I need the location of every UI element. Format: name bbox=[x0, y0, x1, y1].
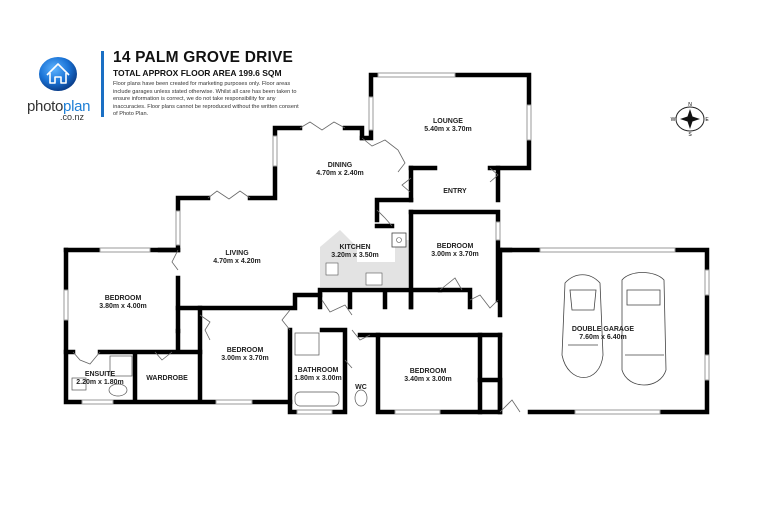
kitchen-bench bbox=[320, 230, 410, 287]
compass-w: W bbox=[671, 117, 676, 123]
brand-name: photoplan bbox=[27, 98, 91, 115]
room-lounge-name: LOUNGE bbox=[433, 118, 463, 125]
toilet-icon bbox=[354, 389, 368, 407]
room-ensuite-size: 2.20m x 1.80m bbox=[76, 379, 123, 386]
room-entry-name: ENTRY bbox=[443, 188, 467, 195]
car-icon-right bbox=[621, 272, 667, 386]
fixtures bbox=[71, 332, 368, 407]
car-icon-left bbox=[561, 274, 604, 378]
compass-icon: N S E W bbox=[671, 102, 710, 138]
compass-s: S bbox=[688, 132, 692, 138]
header-divider bbox=[101, 51, 104, 117]
floor-area: TOTAL APPROX FLOOR AREA 199.6 SQM bbox=[113, 68, 282, 78]
room-living-name: LIVING bbox=[225, 250, 249, 257]
room-bedroom-1-size: 3.00m x 3.70m bbox=[431, 251, 478, 258]
brand-plan: plan bbox=[63, 98, 91, 115]
ensuite-toilet-icon bbox=[108, 383, 128, 397]
page-title: 14 PALM GROVE DRIVE bbox=[113, 49, 294, 66]
room-bathroom-size: 1.80m x 3.00m bbox=[294, 375, 341, 382]
room-living-size: 4.70m x 4.20m bbox=[213, 258, 260, 265]
room-bathroom-name: BATHROOM bbox=[298, 367, 339, 374]
room-bedroom-1-name: BEDROOM bbox=[437, 243, 474, 250]
ensuite-basin-icon bbox=[71, 377, 87, 391]
compass-n: N bbox=[688, 102, 692, 108]
room-kitchen-name: KITCHEN bbox=[339, 244, 370, 251]
room-wardrobe-name: WARDROBE bbox=[146, 375, 188, 382]
bath-icon bbox=[294, 391, 340, 407]
room-lounge-size: 5.40m x 3.70m bbox=[424, 126, 471, 133]
room-kitchen-size: 3.20m x 3.50m bbox=[331, 252, 378, 259]
windows bbox=[63, 72, 710, 415]
room-bedroom-3-name: BEDROOM bbox=[227, 347, 264, 354]
compass-e: E bbox=[705, 117, 709, 123]
disclaimer: Floor plans have been created for market… bbox=[113, 81, 299, 118]
brand-suffix: .co.nz bbox=[60, 112, 85, 122]
ensuite-shower-icon bbox=[109, 355, 133, 377]
room-bedroom-2-size: 3.80m x 4.00m bbox=[99, 303, 146, 310]
room-wc-name: WC bbox=[355, 384, 367, 391]
room-bedroom-4-name: BEDROOM bbox=[410, 368, 447, 375]
room-dining-name: DINING bbox=[328, 162, 353, 169]
room-dining-size: 4.70m x 2.40m bbox=[316, 170, 363, 177]
room-labels: LOUNGE 5.40m x 3.70m DINING 4.70m x 2.40… bbox=[76, 118, 634, 391]
house-icon bbox=[39, 57, 77, 91]
room-garage-name: DOUBLE GARAGE bbox=[572, 326, 635, 333]
room-bedroom-4-size: 3.40m x 3.00m bbox=[404, 376, 451, 383]
room-bedroom-3-size: 3.00m x 3.70m bbox=[221, 355, 268, 362]
photoplan-logo bbox=[30, 52, 110, 102]
doors bbox=[72, 121, 521, 413]
brand-photo: photo bbox=[27, 98, 64, 115]
room-bedroom-2-name: BEDROOM bbox=[105, 295, 142, 302]
walls bbox=[63, 72, 710, 415]
room-garage-size: 7.60m x 6.40m bbox=[579, 334, 626, 341]
room-ensuite-name: ENSUITE bbox=[85, 371, 116, 378]
shower-icon bbox=[294, 332, 320, 356]
